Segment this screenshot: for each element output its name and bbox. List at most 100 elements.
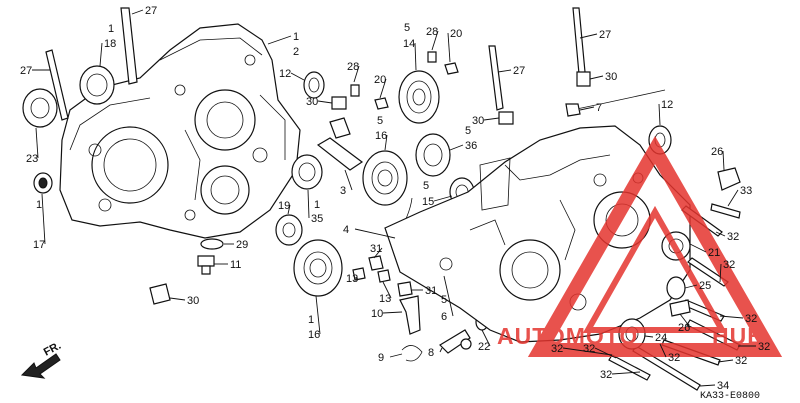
callout-20: 20 — [450, 28, 462, 40]
watermark-brand-left: AUTOMOTO — [497, 323, 638, 349]
callout-1: 1 — [293, 31, 299, 43]
callout-30: 30 — [306, 96, 318, 108]
callout-27: 27 — [145, 5, 157, 17]
callout-32: 32 — [583, 343, 595, 355]
leader-line — [169, 297, 186, 301]
leader-line — [497, 69, 512, 73]
callout-4: 4 — [343, 224, 349, 236]
callout-32: 32 — [745, 313, 757, 325]
leader-line — [439, 347, 443, 353]
callout-22: 22 — [478, 341, 490, 353]
leader-line — [481, 329, 491, 347]
callout-5: 5 — [404, 22, 410, 34]
leader-line — [699, 384, 716, 387]
leader-line — [414, 42, 417, 71]
leader-line — [483, 117, 500, 121]
callout-30: 30 — [605, 71, 617, 83]
callout-32: 32 — [600, 369, 612, 381]
leader-line — [433, 195, 453, 202]
leader-line — [41, 193, 46, 245]
callout-32: 32 — [723, 259, 735, 271]
callout-26: 26 — [678, 322, 690, 334]
leader-line — [589, 75, 604, 80]
callout-34: 34 — [717, 380, 729, 392]
leader-line — [579, 106, 595, 111]
callout-27: 27 — [20, 65, 32, 77]
callout-32: 32 — [668, 352, 680, 364]
leader-line — [307, 189, 310, 219]
callout-10: 10 — [371, 308, 383, 320]
callout-5: 5 — [441, 294, 447, 306]
leader-line — [382, 311, 403, 314]
callout-21: 21 — [708, 247, 720, 259]
callout-35: 35 — [311, 213, 323, 225]
leader-line — [594, 347, 617, 359]
leader-line — [658, 103, 661, 126]
left-small-parts — [20, 7, 364, 379]
callout-31: 31 — [425, 285, 437, 297]
leader-line — [384, 134, 388, 151]
leader-line — [611, 371, 641, 375]
leader-line — [717, 359, 734, 363]
callout-8: 8 — [428, 347, 434, 359]
callout-7: 7 — [596, 102, 602, 114]
callout-13: 13 — [346, 273, 358, 285]
callout-20: 20 — [374, 74, 386, 86]
leader-line — [659, 343, 667, 358]
callout-32: 32 — [735, 355, 747, 367]
leader-line — [99, 42, 103, 67]
diagram-code: KA33-E0800 — [700, 391, 760, 402]
leader-line — [354, 228, 396, 239]
watermark-brand-right: HUB — [712, 323, 765, 349]
callout-28: 28 — [426, 26, 438, 38]
leader-line — [353, 65, 360, 83]
leader-line — [389, 353, 403, 358]
leader-line — [644, 335, 654, 338]
callout-13: 13 — [379, 293, 391, 305]
callout-23: 23 — [26, 153, 38, 165]
callout-5: 5 — [423, 180, 429, 192]
callout-28: 28 — [347, 61, 359, 73]
leader-line — [373, 247, 383, 259]
callout-36: 36 — [465, 140, 477, 152]
callout-3: 3 — [340, 185, 346, 197]
leader-line — [382, 281, 392, 299]
callout-5: 5 — [465, 125, 471, 137]
callout-14: 14 — [403, 38, 415, 50]
callout-12: 12 — [279, 68, 291, 80]
leader-line — [579, 33, 598, 39]
callout-1: 1 — [36, 199, 42, 211]
callout-30: 30 — [472, 115, 484, 127]
callout-25: 25 — [699, 280, 711, 292]
callout-1: 1 — [308, 314, 314, 326]
callout-1: 1 — [108, 23, 114, 35]
callout-6: 6 — [441, 311, 447, 323]
leader-line — [290, 72, 305, 81]
callout-15: 15 — [422, 196, 434, 208]
leader-line — [689, 243, 707, 253]
callout-32: 32 — [551, 343, 563, 355]
callout-11: 11 — [230, 259, 241, 271]
callout-16: 16 — [375, 130, 387, 142]
callout-32: 32 — [758, 341, 770, 353]
callout-1: 1 — [314, 199, 320, 211]
watermark: AUTOMOTO HUB — [497, 135, 783, 357]
left-crankcase — [59, 23, 301, 239]
callout-26: 26 — [711, 146, 723, 158]
callout-32: 32 — [727, 231, 739, 243]
leader-line — [727, 189, 739, 207]
leader-line — [287, 204, 291, 215]
leader-line — [684, 284, 698, 289]
leader-line — [379, 78, 387, 99]
front-direction-label: FR. — [42, 340, 63, 359]
leader-line — [562, 347, 613, 356]
callout-16: 16 — [308, 329, 320, 341]
leader-line — [35, 127, 39, 159]
leader-line — [715, 231, 726, 237]
leader-line — [267, 35, 292, 45]
leader-line — [131, 9, 144, 15]
leader-line — [449, 144, 464, 151]
callout-2: 2 — [293, 46, 299, 58]
